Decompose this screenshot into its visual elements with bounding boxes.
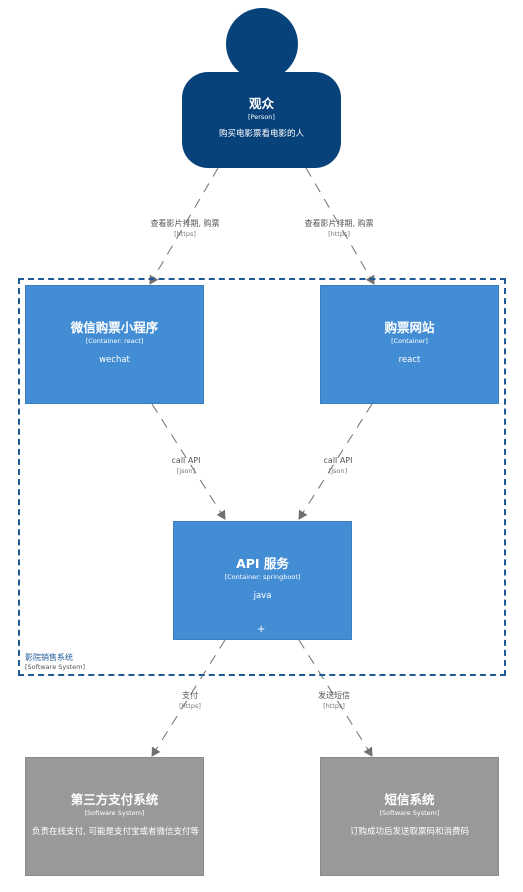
- edge-label-text: 查看影片排期, 购票: [304, 219, 374, 228]
- boundary-name: 影院销售系统: [25, 653, 73, 662]
- boundary-type: [Software System]: [25, 663, 86, 671]
- container-api-name: API 服务: [236, 556, 289, 571]
- container-wechat-description: wechat: [99, 355, 130, 365]
- edge-label-tech: [json]: [176, 467, 196, 475]
- person-description: 购买电影票看电影的人: [218, 129, 304, 139]
- edge-label-text: 发送短信: [318, 691, 350, 700]
- edge-label-tech: [json]: [328, 467, 348, 475]
- person-head-icon: [226, 8, 298, 80]
- expand-icon[interactable]: +: [257, 624, 266, 635]
- container-api-type: [Container: springboot]: [224, 573, 301, 581]
- edge-label-tech: [https]: [174, 230, 196, 238]
- edge-label-person-website: 查看影片排期, 购票 [https]: [304, 218, 373, 239]
- edge-website-api: [298, 403, 373, 520]
- container-website[interactable]: 购票网站 [Container] react: [320, 285, 499, 404]
- edge-label-person-wechat: 查看影片排期, 购票 [https]: [150, 218, 219, 239]
- system-payment[interactable]: 第三方支付系统 [Software System] 负责在线支付, 可能是支付宝…: [25, 757, 204, 876]
- container-api-description: java: [253, 591, 272, 601]
- edge-label-text: call API: [171, 456, 201, 465]
- system-payment-description: 负责在线支付, 可能是支付宝或者微信支付等: [32, 827, 199, 837]
- person-type: [Person]: [248, 113, 275, 121]
- person-name: 观众: [248, 96, 274, 111]
- system-sms-name: 短信系统: [384, 792, 435, 807]
- system-payment-type: [Software System]: [84, 809, 145, 817]
- container-wechat-type: [Container: react]: [85, 337, 144, 345]
- system-boundary: [18, 278, 506, 676]
- edge-label-text: call API: [323, 456, 353, 465]
- system-sms-description: 订购成功后发送取票码和消费码: [349, 827, 469, 837]
- edge-person-website: [305, 167, 375, 285]
- container-wechat-name: 微信购票小程序: [70, 320, 159, 335]
- edge-label-website-api: call API [json]: [324, 455, 353, 476]
- edge-label-api-sms: 发送短信 [https]: [318, 690, 350, 711]
- system-sms-type: [Software System]: [379, 809, 440, 817]
- container-website-type: [Container]: [391, 337, 428, 345]
- edge-label-tech: [https]: [179, 702, 201, 710]
- edge-label-api-payment: 支付 [https]: [179, 690, 201, 711]
- edge-label-text: 查看影片排期, 购票: [150, 219, 220, 228]
- edge-api-payment: [151, 639, 226, 757]
- person-node[interactable]: 观众 [Person] 购买电影票看电影的人: [182, 72, 341, 168]
- container-website-name: 购票网站: [384, 320, 435, 335]
- edge-label-tech: [https]: [328, 230, 350, 238]
- edge-person-wechat: [149, 167, 219, 285]
- edge-label-wechat-api: call API [json]: [172, 455, 201, 476]
- system-boundary-label: 影院销售系统 [Software System]: [25, 652, 85, 672]
- system-sms[interactable]: 短信系统 [Software System] 订购成功后发送取票码和消费码: [320, 757, 499, 876]
- edge-label-text: 支付: [182, 691, 198, 700]
- container-website-description: react: [398, 355, 421, 365]
- edge-label-tech: [https]: [323, 702, 345, 710]
- container-api[interactable]: API 服务 [Container: springboot] java: [173, 521, 352, 640]
- edge-wechat-api: [151, 403, 226, 520]
- system-payment-name: 第三方支付系统: [70, 792, 159, 807]
- container-wechat[interactable]: 微信购票小程序 [Container: react] wechat: [25, 285, 204, 404]
- edge-api-sms: [298, 639, 373, 757]
